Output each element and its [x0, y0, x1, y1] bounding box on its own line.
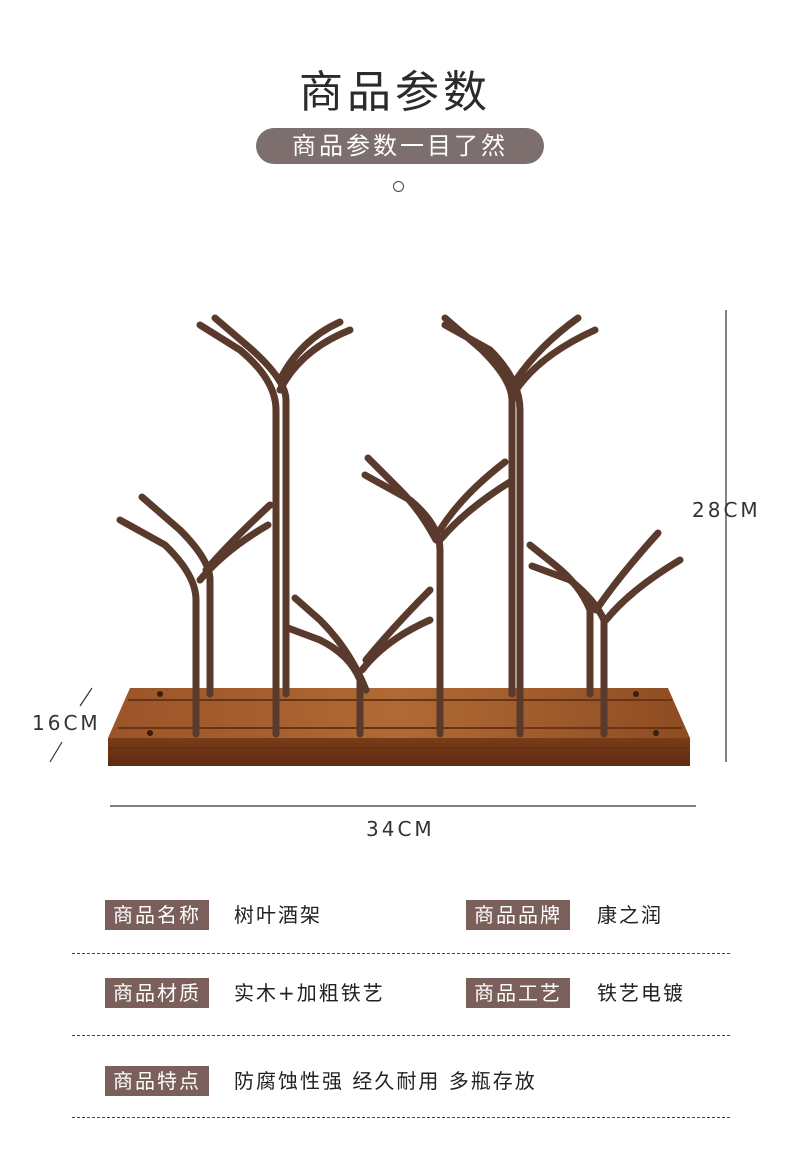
dimension-lines [49, 310, 727, 807]
divider [72, 1117, 730, 1118]
spec-value-brand: 康之润 [597, 903, 663, 927]
spec-value-process: 铁艺电镀 [597, 981, 685, 1005]
subtitle-pill: 商品参数一目了然 [256, 128, 544, 164]
spec-label-features: 商品特点 [105, 1066, 209, 1096]
spec-row-2: 商品材质 实木+加粗铁艺 商品工艺 铁艺电镀 [0, 978, 790, 1018]
spec-value-features: 防腐蚀性强 经久耐用 多瓶存放 [234, 1069, 537, 1093]
wooden-base [108, 688, 690, 766]
metal-branches [116, 314, 684, 738]
spec-label-process: 商品工艺 [466, 978, 570, 1008]
wine-rack-image [49, 310, 727, 807]
spec-value-name: 树叶酒架 [234, 903, 322, 927]
spec-label-name: 商品名称 [105, 900, 209, 930]
spec-label-brand: 商品品牌 [466, 900, 570, 930]
page-title: 商品参数 [299, 67, 491, 118]
spec-row-1: 商品名称 树叶酒架 商品品牌 康之润 [0, 900, 790, 940]
circle-icon [393, 181, 404, 192]
divider [72, 1035, 730, 1036]
height-dimension: 28CM [692, 498, 761, 522]
spec-row-3: 商品特点 防腐蚀性强 经久耐用 多瓶存放 [0, 1066, 790, 1106]
spec-value-material: 实木+加粗铁艺 [234, 981, 385, 1005]
spec-label-material: 商品材质 [105, 978, 209, 1008]
divider [72, 953, 730, 954]
depth-dimension: 16CM [32, 711, 101, 735]
width-dimension: 34CM [366, 817, 435, 841]
